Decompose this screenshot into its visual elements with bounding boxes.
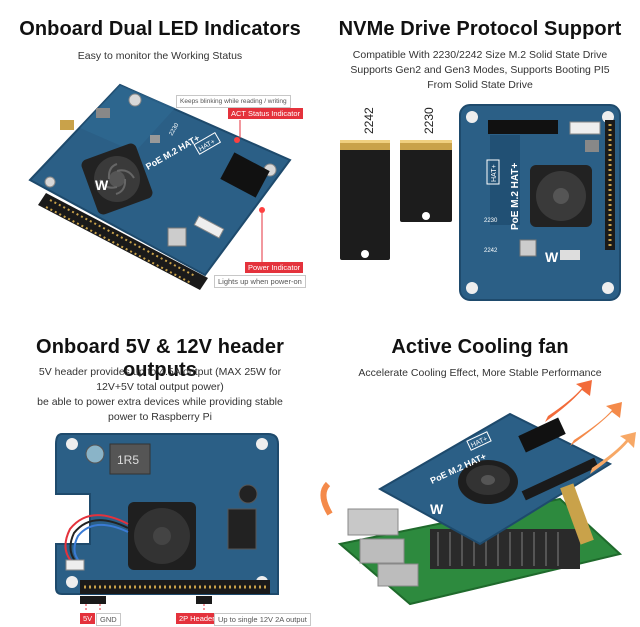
- power-indicator-label: Power Indicator: [245, 262, 304, 273]
- component: [96, 108, 110, 118]
- act-note: Keeps blinking while reading / writing: [176, 95, 291, 108]
- nvme-illustration: PoE M.2 HAT+ HAT+ 2230 2242 W: [340, 104, 621, 301]
- 5v-header: [80, 596, 106, 604]
- m2-slot: [220, 152, 270, 198]
- m2-slot: [488, 120, 558, 134]
- panel-led-indicators: Onboard Dual LED Indicators Easy to moni…: [0, 0, 320, 313]
- panel-subtitle: Easy to monitor the Working Status: [77, 50, 243, 62]
- subtitle-line: be able to power extra devices while pro…: [37, 396, 283, 408]
- panel-cooling-fan: Active Cooling fan Accelerate Cooling Ef…: [320, 314, 640, 627]
- fan-icon: [81, 143, 153, 215]
- waveshare-logo: W: [430, 501, 444, 517]
- fan-illustration: PoE M.2 HAT+ HAT+ W: [320, 380, 636, 606]
- gpio-pins: [45, 199, 196, 284]
- pcie-fpc-connector: [569, 121, 601, 135]
- ssd-2230: [400, 140, 452, 222]
- panel-title: Onboard Dual LED Indicators: [19, 18, 301, 40]
- subtitle-line: Compatible With 2230/2242 Size M.2 Solid…: [352, 49, 608, 61]
- header-board: 1R5: [55, 433, 279, 612]
- label-5v: 5V: [80, 613, 96, 624]
- inductor: [109, 443, 151, 475]
- panel-nvme-support: NVMe Drive Protocol Support Compatible W…: [320, 0, 640, 313]
- capacitor: [238, 484, 258, 504]
- mark-2230: 2230: [484, 218, 498, 224]
- fan-cable: [64, 514, 129, 563]
- led-board-illustration: PoE M.2 HAT+ HAT+ 2230 W: [28, 83, 292, 290]
- hat-badge-box: [193, 131, 222, 155]
- header-board-illustration: 1R5: [55, 433, 279, 612]
- panel-title: NVMe Drive Protocol Support: [338, 18, 622, 40]
- act-status-label: ACT Status Indicator: [228, 108, 304, 119]
- act-led-icon: [234, 137, 240, 143]
- mark-2242: 2242: [484, 248, 498, 254]
- heatsink-fins: [430, 529, 580, 569]
- power-led-icon: [259, 207, 265, 213]
- pcb-poe-section: [80, 85, 175, 152]
- subtitle-line: Supports Gen2 and Gen3 Modes, Supports B…: [350, 64, 610, 76]
- label-2p-header: 2P Header: [176, 613, 218, 624]
- panel-title: Active Cooling fan: [391, 336, 569, 358]
- label-12v-output: Up to single 12V 2A output: [214, 613, 311, 626]
- subtitle-line: 5V header provides up to 4.5A output (MA…: [38, 366, 282, 378]
- subtitle-line: 12V+5V total output power): [96, 381, 224, 393]
- board-silkscreen: PoE M.2 HAT+: [510, 163, 521, 230]
- ethernet-port: [347, 508, 399, 536]
- inductor-label: 1R5: [117, 453, 139, 467]
- airflow-arrows-icon: [320, 380, 636, 516]
- component: [150, 135, 160, 143]
- label-gnd: GND: [96, 613, 121, 626]
- mount-hole: [44, 176, 56, 188]
- panel-header-outputs: Onboard 5V & 12V header outputs 5V heade…: [0, 314, 320, 627]
- power-note: Lights up when power-on: [214, 275, 306, 288]
- hat-badge: HAT+: [491, 164, 498, 182]
- pcie-fpc-connector: [193, 215, 225, 239]
- gpio-header: [38, 193, 208, 290]
- usb-port: [377, 563, 419, 587]
- regulator: [227, 508, 257, 550]
- m2-slot: [518, 417, 566, 453]
- waveshare-logo: W: [545, 249, 559, 265]
- fan-connector: [65, 559, 85, 571]
- component: [60, 120, 74, 130]
- panel-title: Onboard 5V & 12V header outputs: [36, 336, 284, 381]
- 2p-header: [196, 596, 212, 604]
- mount-hole: [128, 93, 142, 107]
- panel-subtitle: Compatible With 2230/2242 Size M.2 Solid…: [320, 48, 640, 93]
- panel-subtitle: Accelerate Cooling Effect, More Stable P…: [358, 367, 602, 379]
- inductor-chip: [167, 227, 187, 247]
- panel-subtitle: 5V header provides up to 4.5A output (MA…: [0, 365, 320, 425]
- nvme-board: PoE M.2 HAT+ HAT+ 2230 2242 W: [459, 104, 621, 301]
- ssd-2242: [340, 140, 390, 260]
- usb-port: [359, 538, 405, 564]
- subtitle-line: From Solid State Drive: [427, 79, 533, 91]
- subtitle-line: power to Raspberry Pi: [108, 411, 212, 423]
- gpio-header: [521, 457, 599, 501]
- standoff: [560, 483, 594, 545]
- waveshare-logo: W: [95, 177, 109, 193]
- fan-icon: [458, 460, 518, 504]
